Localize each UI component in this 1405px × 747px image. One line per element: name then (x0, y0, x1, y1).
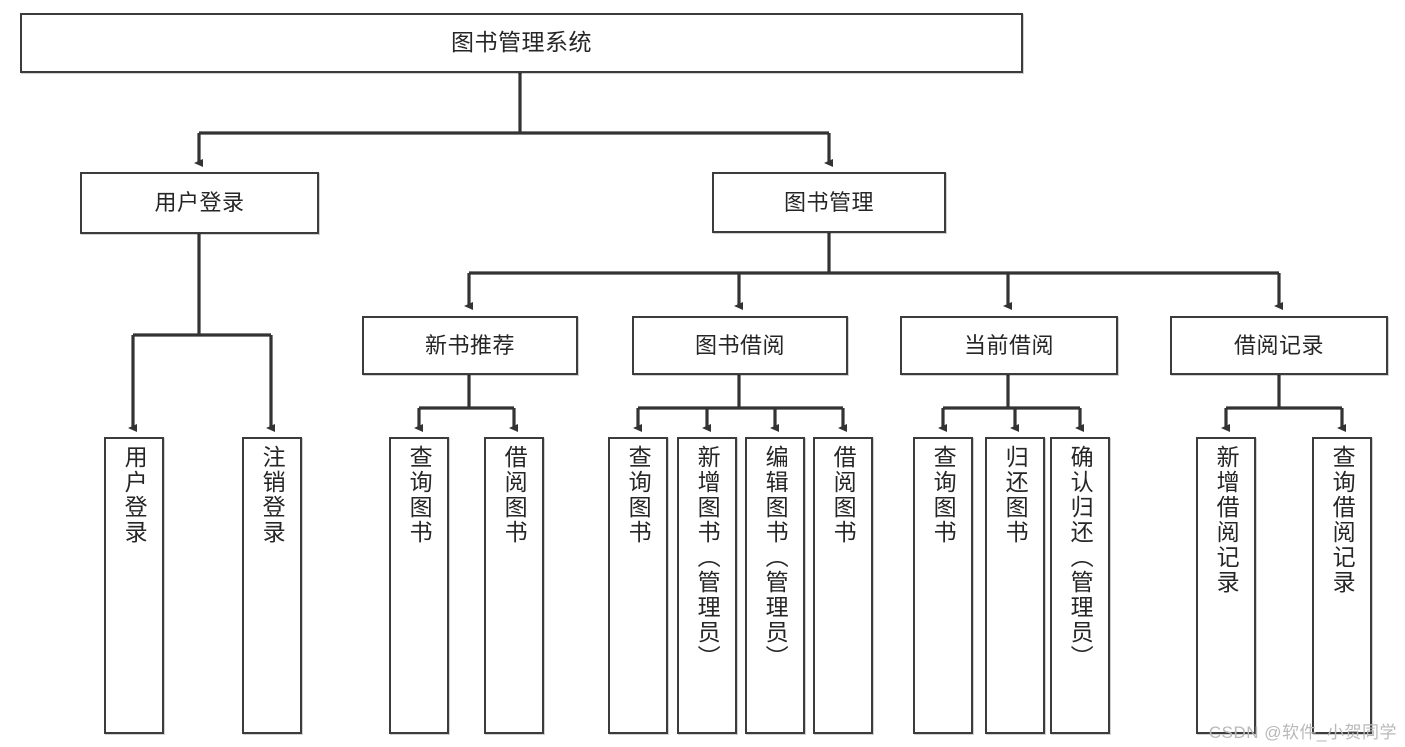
node-leaf-borrow-book-2-label: 借阅图书 (830, 445, 857, 545)
node-leaf-user-login[interactable]: 用户登录 (104, 437, 164, 734)
node-leaf-confirm-return[interactable]: 确认归还（管理员） (1050, 437, 1110, 734)
node-leaf-query-book-1-label: 查询图书 (406, 445, 433, 545)
node-book-manage-label: 图书管理 (783, 189, 874, 215)
node-root-label: 图书管理系统 (451, 29, 592, 56)
node-leaf-return-book-label: 归还图书 (1002, 445, 1029, 545)
node-borrow-record[interactable]: 借阅记录 (1170, 316, 1388, 375)
watermark: CSDN @软件_小贺同学 (1208, 723, 1397, 742)
node-user-login[interactable]: 用户登录 (80, 172, 319, 234)
node-leaf-logout-login-label: 注销登录 (259, 445, 286, 545)
node-leaf-logout-login[interactable]: 注销登录 (242, 437, 302, 734)
node-leaf-borrow-book-1-label: 借阅图书 (501, 445, 528, 545)
node-leaf-borrow-book-1[interactable]: 借阅图书 (484, 437, 544, 734)
node-root[interactable]: 图书管理系统 (20, 13, 1023, 73)
node-leaf-add-book-label: 新增图书（管理员） (694, 445, 721, 670)
node-book-borrow[interactable]: 图书借阅 (632, 316, 848, 375)
node-new-book-recommend[interactable]: 新书推荐 (362, 316, 578, 375)
node-new-book-recommend-label: 新书推荐 (424, 332, 515, 358)
node-leaf-query-record-label: 查询借阅记录 (1329, 445, 1356, 595)
node-leaf-user-login-label: 用户登录 (121, 445, 148, 545)
node-borrow-record-label: 借阅记录 (1233, 332, 1324, 358)
node-leaf-add-record[interactable]: 新增借阅记录 (1196, 437, 1256, 734)
node-leaf-return-book[interactable]: 归还图书 (985, 437, 1045, 734)
node-leaf-add-record-label: 新增借阅记录 (1213, 445, 1240, 595)
node-user-login-label: 用户登录 (154, 190, 245, 216)
node-leaf-borrow-book-2[interactable]: 借阅图书 (813, 437, 873, 734)
node-leaf-add-book[interactable]: 新增图书（管理员） (677, 437, 737, 734)
node-leaf-edit-book[interactable]: 编辑图书（管理员） (745, 437, 805, 734)
node-leaf-confirm-return-label: 确认归还（管理员） (1067, 445, 1094, 670)
node-leaf-query-record[interactable]: 查询借阅记录 (1312, 437, 1372, 734)
node-book-manage[interactable]: 图书管理 (712, 172, 946, 233)
node-current-borrow-label: 当前借阅 (963, 332, 1054, 358)
node-leaf-query-book-3-label: 查询图书 (930, 445, 957, 545)
node-leaf-query-book-2-label: 查询图书 (625, 445, 652, 545)
node-leaf-query-book-1[interactable]: 查询图书 (389, 437, 449, 734)
node-current-borrow[interactable]: 当前借阅 (900, 316, 1118, 375)
node-book-borrow-label: 图书借阅 (694, 332, 785, 358)
node-leaf-query-book-2[interactable]: 查询图书 (608, 437, 668, 734)
node-leaf-edit-book-label: 编辑图书（管理员） (762, 445, 789, 670)
node-leaf-query-book-3[interactable]: 查询图书 (913, 437, 973, 734)
